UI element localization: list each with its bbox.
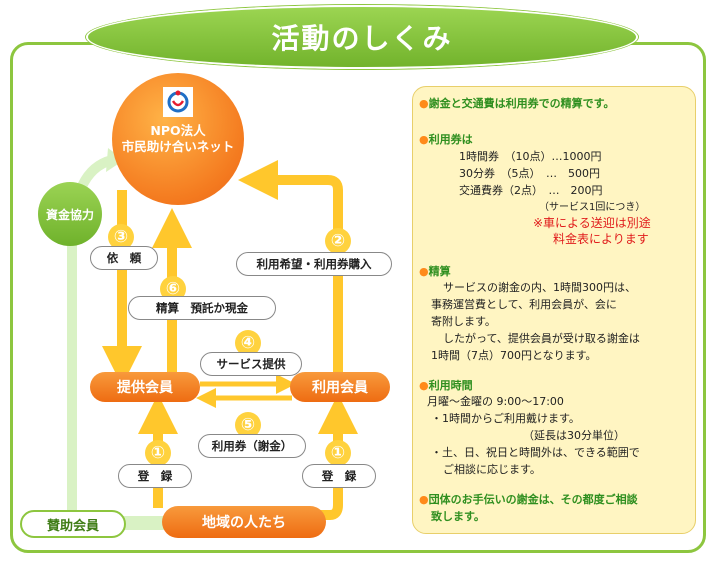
user-member-node: 利用会員 <box>290 372 390 402</box>
info-hours-consult: ご相談に応じます。 <box>443 463 541 476</box>
info-settlement-heading: ●精算 <box>419 265 451 278</box>
community-node: 地域の人たち <box>162 506 326 538</box>
info-settlement-p4: したがって、提供会員が受け取る謝金は <box>443 332 640 345</box>
info-hours-weekday: 月曜～金曜の 9:00～17:00 <box>427 395 564 408</box>
title-banner: 活動のしくみ <box>86 5 638 69</box>
funding-circle: 資金協力 <box>38 182 102 246</box>
step-purchase-number: ② <box>325 228 351 254</box>
purchase-arrow <box>238 160 343 375</box>
info-settlement-p5: 1時間（7点）700円となります。 <box>431 349 597 362</box>
page-title: 活動のしくみ <box>271 22 453 55</box>
info-voucher-30m: 30分券 （5点） … 500円 <box>459 167 600 180</box>
info-voucher-note: （サービス1回につき） <box>539 202 646 213</box>
info-panel: ●謝金と交通費は利用券での精算です。 ●利用券は 1時間券 （10点）…1000… <box>412 86 696 534</box>
info-hours-extension: （延長は30分単位） <box>523 429 625 442</box>
step-purchase-label: 利用希望・利用券購入 <box>236 252 392 276</box>
info-voucher-transport: 交通費券（2点） … 200円 <box>459 184 603 197</box>
info-voucher-settlement: ●謝金と交通費は利用券での精算です。 <box>419 97 615 110</box>
step-voucher-label: 利用券（謝金） <box>198 434 306 458</box>
info-voucher-heading: ●利用券は <box>419 133 473 146</box>
sponsor-member-node: 賛助会員 <box>20 510 126 538</box>
info-car-note-2: 料金表によります <box>553 232 649 246</box>
npo-logo-icon <box>163 87 193 117</box>
step-register-right-number: ① <box>325 440 351 466</box>
step-service-label: サービス提供 <box>200 352 302 376</box>
step-register-left-label: 登 録 <box>118 464 192 488</box>
info-settlement-p3: 寄附します。 <box>431 315 496 328</box>
info-settlement-p2: 事務運営費として、利用会員が、会に <box>431 298 617 311</box>
provider-member-node: 提供会員 <box>90 372 200 402</box>
step-register-left-number: ① <box>145 440 171 466</box>
register-right-arrow <box>302 394 358 520</box>
npo-name-line2: 市民助け合いネット <box>121 139 235 154</box>
info-hours-heading: ●利用時間 <box>419 379 473 392</box>
info-car-note-1: ※車による送迎は別途 <box>533 216 651 230</box>
step-settlement-label: 精算 預託か現金 <box>128 296 276 320</box>
info-group-fee: ●団体のお手伝いの謝金は、その都度ご相談 <box>419 493 638 506</box>
info-hours-min: ・1時間からご利用戴けます。 <box>431 412 580 425</box>
info-voucher-1h: 1時間券 （10点）…1000円 <box>459 150 602 163</box>
step-voucher-number: ⑤ <box>235 412 261 438</box>
step-register-right-label: 登 録 <box>302 464 376 488</box>
info-settlement-p1: サービスの謝金の内、1時間300円は、 <box>443 281 636 294</box>
info-group-fee-2: 致します。 <box>431 510 485 523</box>
npo-circle: NPO法人 市民助け合いネット <box>112 73 244 205</box>
info-hours-weekend: ・土、日、祝日と時間外は、できる範囲で <box>431 446 640 459</box>
step-service-number: ④ <box>235 330 261 356</box>
step-request-label: 依 頼 <box>90 246 158 270</box>
step-request-number: ③ <box>108 224 134 250</box>
npo-name-line1: NPO法人 <box>150 123 206 138</box>
